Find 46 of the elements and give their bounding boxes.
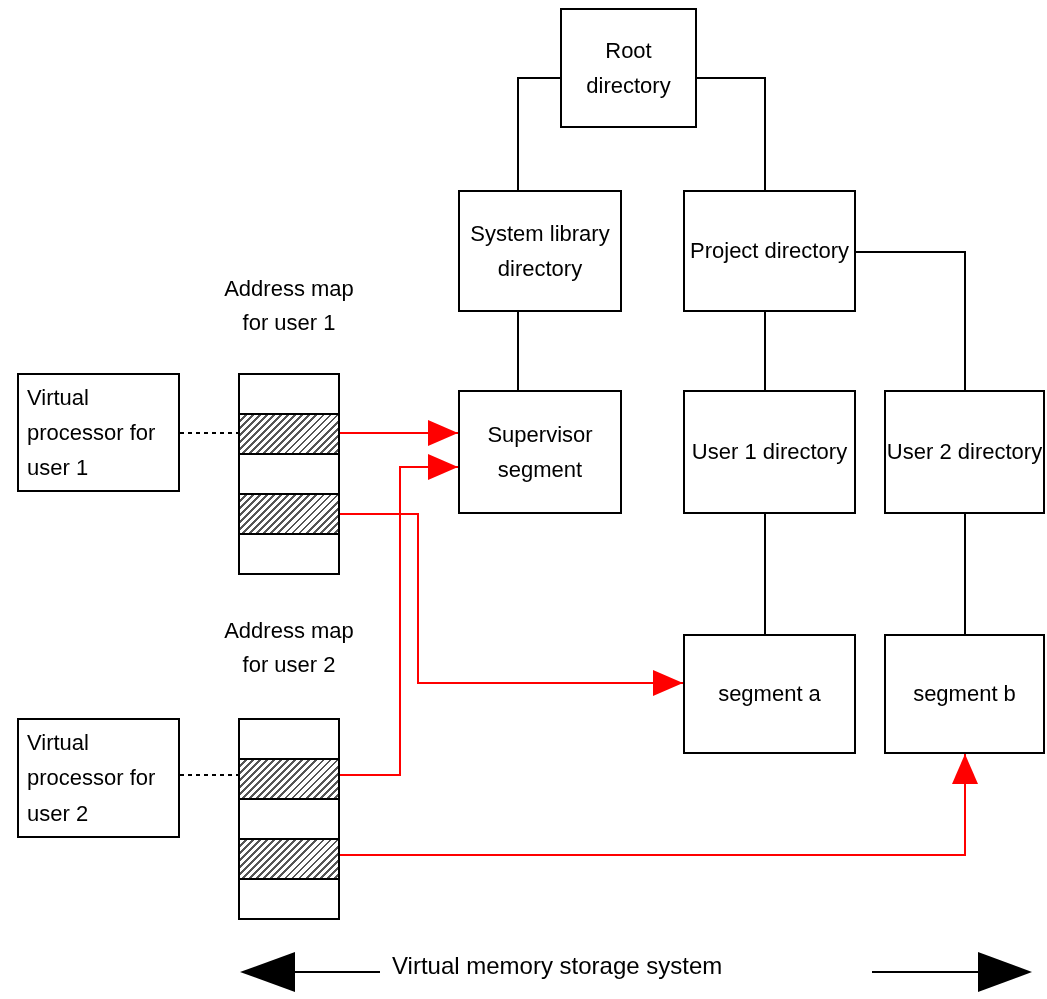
- box-label: segment a: [718, 680, 821, 709]
- processor-box: [17, 718, 180, 838]
- arrow: [339, 454, 459, 776]
- directory-box: [884, 390, 1045, 514]
- map-entry: [238, 878, 340, 920]
- segment-box: [683, 634, 856, 754]
- connector-line: [964, 513, 966, 635]
- box-label: Supervisor segment: [486, 420, 594, 484]
- connector-line: [855, 251, 966, 391]
- map-entry: [238, 718, 340, 760]
- connector-line: [764, 311, 766, 391]
- connector-line: [517, 77, 561, 191]
- box-label: Virtual processor for user 2: [27, 729, 157, 828]
- map-entry: [238, 373, 340, 415]
- axis-caption: Virtual memory storage system: [392, 952, 723, 980]
- hatched-map-entry: [238, 493, 340, 535]
- box-label: Project directory: [690, 237, 849, 266]
- arrow: [339, 513, 684, 696]
- arrow: [339, 420, 459, 446]
- box-label: System library directory: [469, 219, 611, 283]
- map-entry: [238, 798, 340, 840]
- map-entry: [238, 453, 340, 495]
- dotted-connector: [179, 432, 239, 434]
- dotted-connector: [179, 774, 239, 776]
- box-label: User 1 directory: [691, 438, 848, 467]
- segment-box: [458, 390, 622, 514]
- connector-line: [696, 77, 766, 191]
- segment-box: [884, 634, 1045, 754]
- connector-line: [764, 513, 766, 635]
- box-label: User 2 directory: [886, 438, 1043, 467]
- arrow: [339, 753, 978, 856]
- hatched-map-entry: [238, 413, 340, 455]
- map-entry: [238, 533, 340, 575]
- directory-box: [560, 8, 697, 128]
- map-heading: Address map for user 2: [223, 617, 355, 680]
- directory-box: [458, 190, 622, 312]
- connector-line: [517, 311, 519, 391]
- box-label: segment b: [913, 680, 1016, 709]
- processor-box: [17, 373, 180, 492]
- hatched-map-entry: [238, 758, 340, 800]
- box-label: Root directory: [585, 36, 672, 100]
- directory-box: [683, 390, 856, 514]
- box-label: Virtual processor for user 1: [27, 383, 157, 483]
- hatched-map-entry: [238, 838, 340, 880]
- map-heading: Address map for user 1: [223, 275, 355, 338]
- directory-box: [683, 190, 856, 312]
